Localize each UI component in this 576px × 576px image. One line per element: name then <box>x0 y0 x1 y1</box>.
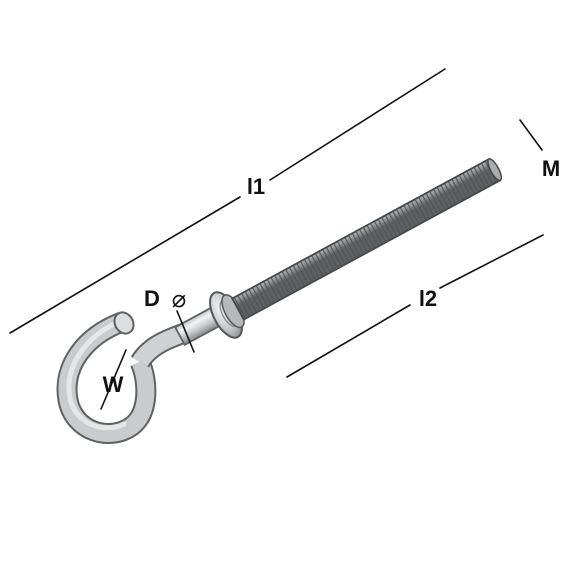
diameter-symbol: ⌀ <box>172 286 186 313</box>
d-label: D <box>144 286 160 311</box>
l1-label: l1 <box>247 174 265 199</box>
m-leader-line <box>519 119 543 151</box>
m-label: M <box>542 156 560 181</box>
l1-dimension-line-right <box>269 68 446 181</box>
w-measure-line <box>100 349 127 410</box>
l1-dimension-line-left <box>9 196 241 334</box>
hook <box>56 311 157 444</box>
l2-dimension-line-left <box>286 304 411 378</box>
threaded-rod <box>231 157 503 321</box>
l2-label: l2 <box>419 286 437 311</box>
w-label: W <box>103 372 124 397</box>
l2-dimension-line-right <box>439 234 544 289</box>
d-measure-line <box>176 310 195 353</box>
